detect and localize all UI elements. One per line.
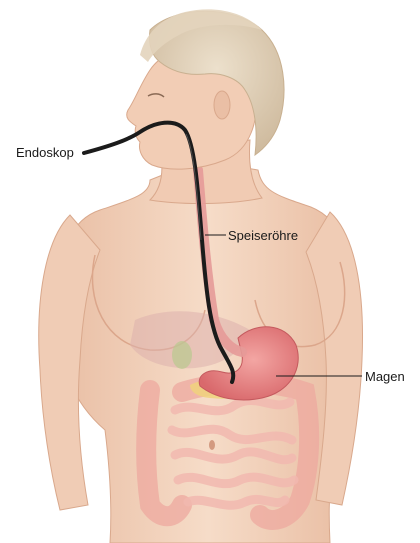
ear (214, 91, 230, 119)
navel (209, 440, 215, 450)
label-magen: Magen (365, 370, 405, 383)
label-endoskop: Endoskop (16, 146, 74, 159)
gallbladder (172, 341, 192, 369)
label-speiseroehre: Speiseröhre (228, 229, 298, 242)
